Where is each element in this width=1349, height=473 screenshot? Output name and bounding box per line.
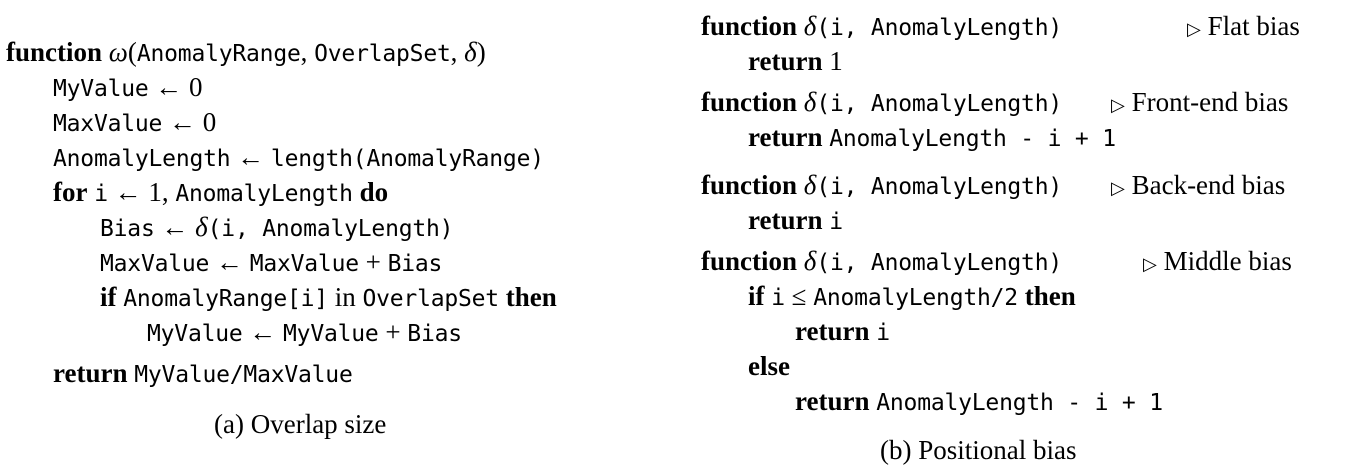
triangle-icon: ▷ [1187,19,1201,40]
b-comment-middle: ▷ Middle bias [1143,246,1292,276]
b-line-function-flat: function δ(i, AnomalyLength) [701,11,1062,41]
triangle-icon: ▷ [1111,95,1125,116]
b-comment-front: ▷ Front-end bias [1111,87,1289,117]
triangle-icon: ▷ [1111,178,1125,199]
b-line-if-middle: if i ≤ AnomalyLength/2 then [748,281,1076,311]
a-line-function: function ω(AnomalyRange, OverlapSet, δ) [6,37,486,67]
a-line-for: for i ← 1, AnomalyLength do [53,177,389,207]
b-line-function-middle: function δ(i, AnomalyLength) [701,246,1062,276]
b-line-function-back: function δ(i, AnomalyLength) [701,170,1062,200]
a-line-bias: Bias ← δ(i, AnomalyLength) [100,212,454,242]
b-line-else: else [748,351,790,381]
b-comment-flat: ▷ Flat bias [1187,11,1300,41]
a-line-myvalue-add: MyValue ← MyValue + Bias [147,317,462,347]
a-line-maxvalue-add: MaxValue ← MaxValue + Bias [100,247,443,277]
b-comment-back: ▷ Back-end bias [1111,170,1286,200]
b-line-return-i: return i [795,316,890,346]
b-line-return-flat: return 1 [748,46,843,76]
b-line-function-front: function δ(i, AnomalyLength) [701,87,1062,117]
b-line-return-back: return i [748,205,843,235]
b-line-return-else: return AnomalyLength - i + 1 [795,386,1163,416]
b-line-return-front: return AnomalyLength - i + 1 [748,122,1116,152]
caption-b: (b) Positional bias [880,435,1077,465]
a-line-if: if AnomalyRange[i] in OverlapSet then [100,282,557,312]
a-line-maxvalue-init: MaxValue ← 0 [53,107,217,137]
a-line-length: AnomalyLength ← length(AnomalyRange) [53,142,544,172]
triangle-icon: ▷ [1143,254,1157,275]
a-line-myvalue-init: MyValue ← 0 [53,72,203,102]
a-line-return: return MyValue/MaxValue [53,358,353,388]
caption-a: (a) Overlap size [214,409,387,439]
